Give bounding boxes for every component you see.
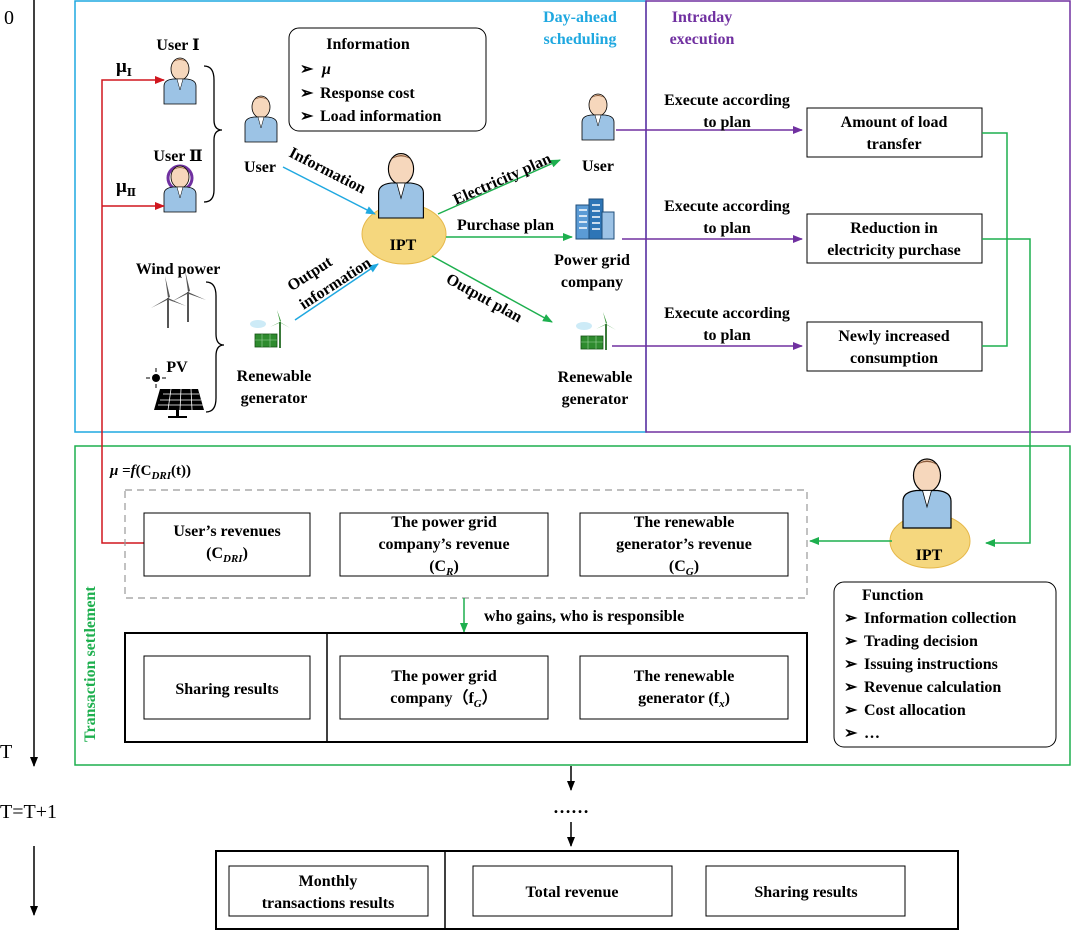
function-title: Function [862, 587, 923, 604]
svg-text:μ: μ [321, 61, 331, 78]
svg-text:Information collection: Information collection [864, 610, 1017, 627]
svg-text:➢: ➢ [300, 108, 314, 125]
wind-turbine-icon [151, 276, 186, 328]
purchase-plan-label: Purchase plan [457, 217, 554, 234]
user-revenue-label: User’s revenues(CDRI) [173, 523, 280, 565]
timeline-next: T=T+1 [0, 801, 57, 823]
sharing-results-box [143, 655, 311, 720]
svg-text:Issuing instructions: Issuing instructions [864, 656, 998, 673]
svg-text:➢: ➢ [844, 656, 858, 673]
continuation-dots: …… [553, 797, 589, 817]
sharing-results-label: Sharing results [175, 681, 278, 698]
svg-text:➢: ➢ [300, 85, 314, 102]
pv-panel-icon [146, 368, 204, 418]
user-group-brace [203, 65, 223, 203]
svg-text:➢: ➢ [300, 61, 314, 78]
power-grid-building-icon [575, 198, 615, 240]
user-2-label: User Ⅱ [153, 148, 202, 165]
grid-share-box [339, 655, 549, 720]
information-title: Information [326, 36, 410, 53]
monthly-results-box [228, 865, 429, 917]
svg-text:Revenue calculation: Revenue calculation [864, 679, 1001, 696]
renewable-icon-left [249, 309, 291, 349]
svg-text:Load information: Load information [320, 108, 441, 125]
ipt-center-label: IPT [390, 237, 417, 254]
intraday-frame [645, 0, 1071, 433]
renewable-revenue-box [579, 512, 789, 577]
svg-text:➢: ➢ [844, 633, 858, 650]
settlement-label: Transaction settlement [82, 586, 99, 742]
svg-text:Response cost: Response cost [320, 85, 415, 102]
user-right-label: User [582, 158, 614, 175]
function-box [833, 581, 1057, 748]
settlement-frame [74, 445, 1071, 766]
function-items: ➢ Information collection ➢ Trading decisio… [844, 610, 1017, 742]
information-items: ➢ μ ➢ Response cost ➢ Load information [300, 61, 441, 125]
output-plan-arrow [431, 255, 553, 323]
feedback-arrow-user1 [101, 76, 165, 544]
ipt-lower-icon [902, 458, 952, 529]
revenues-group [124, 489, 808, 599]
timeline-start: 0 [4, 7, 14, 29]
purchase-reduction-box [806, 213, 983, 264]
total-revenue-box [472, 865, 673, 917]
sharing-results-bottom-label: Sharing results [754, 884, 857, 901]
svg-text:➢: ➢ [844, 702, 858, 719]
user-icon [244, 95, 278, 143]
sharing-results-bottom-box [705, 865, 906, 917]
svg-text:➢: ➢ [844, 610, 858, 627]
user-right-icon [581, 93, 615, 141]
pv-label: PV [166, 359, 188, 376]
information-box [288, 27, 487, 132]
svg-text:➢: ➢ [844, 725, 858, 742]
ipt-lower-label: IPT [916, 547, 943, 564]
svg-text:Trading decision: Trading decision [864, 633, 978, 650]
ipt-center-icon [377, 152, 425, 219]
new-consumption-box [806, 321, 983, 372]
svg-text:…: … [864, 725, 880, 742]
collect-to-ipt-arrow [982, 238, 1031, 547]
renewable-icon-right [575, 311, 617, 351]
output-information-label: Outputinformation [285, 236, 375, 313]
user-label: User [244, 159, 276, 176]
mu-2-label: μⅡ [116, 176, 136, 199]
svg-text:➢: ➢ [844, 679, 858, 696]
electricity-plan-label: Electricity plan [451, 150, 554, 208]
output-plan-label: Output plan [443, 271, 525, 327]
timeline-end: T [0, 741, 12, 763]
user-1-icon [163, 57, 197, 105]
mu-formula: μ =f(CDRI(t)) [109, 463, 191, 482]
user-revenue-box [143, 512, 311, 577]
load-transfer-box [806, 107, 983, 158]
user-1-label: User Ⅰ [156, 37, 199, 54]
total-revenue-label: Total revenue [526, 884, 619, 901]
renewable-share-box [579, 655, 789, 720]
generation-brace [205, 281, 225, 413]
who-gains-label: who gains, who is responsible [484, 608, 684, 625]
wind-label: Wind power [136, 261, 221, 278]
grid-revenue-box [339, 512, 549, 577]
information-arrow [282, 166, 376, 215]
output-information-arrow [294, 263, 379, 321]
svg-text:Cost allocation: Cost allocation [864, 702, 966, 719]
mu-1-label: μⅠ [116, 56, 132, 79]
electricity-plan-arrow [437, 159, 561, 215]
